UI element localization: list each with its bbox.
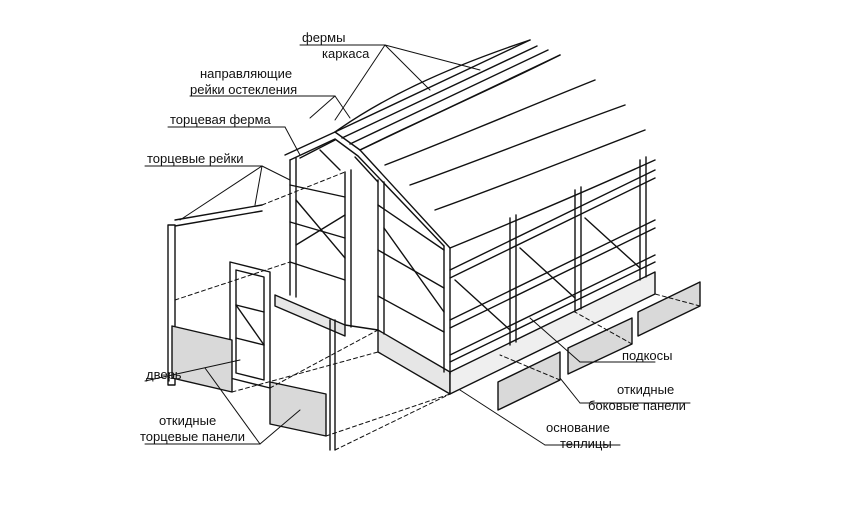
side-wall xyxy=(449,156,656,363)
label-braces: подкосы xyxy=(622,348,673,363)
label-side-panels-2: боковые панели xyxy=(588,398,686,413)
label-fermy-2: каркаса xyxy=(322,46,370,61)
dashed-guides xyxy=(174,171,701,451)
end-wall-frame xyxy=(284,131,451,375)
label-door: дверь xyxy=(146,367,182,382)
exploded-end-rails xyxy=(167,204,336,451)
label-base-1: основание xyxy=(546,420,610,435)
label-rails-2: рейки остекления xyxy=(190,82,298,97)
leader-lines xyxy=(144,44,691,446)
greenhouse-base xyxy=(274,271,656,395)
label-end-panels-1: откидные xyxy=(159,413,217,428)
label-fermy-1: фермы xyxy=(302,30,346,45)
label-side-panels-1: откидные xyxy=(617,382,675,397)
exploded-door xyxy=(229,261,271,389)
roof-trusses xyxy=(334,39,656,249)
label-end-truss: торцевая ферма xyxy=(170,112,271,127)
label-end-rails: торцевые рейки xyxy=(147,151,244,166)
label-base-2: теплицы xyxy=(560,436,612,451)
label-rails-1: направляющие xyxy=(200,66,293,81)
label-end-panels-2: торцевые панели xyxy=(140,429,245,444)
exploded-side-panels xyxy=(497,281,701,411)
